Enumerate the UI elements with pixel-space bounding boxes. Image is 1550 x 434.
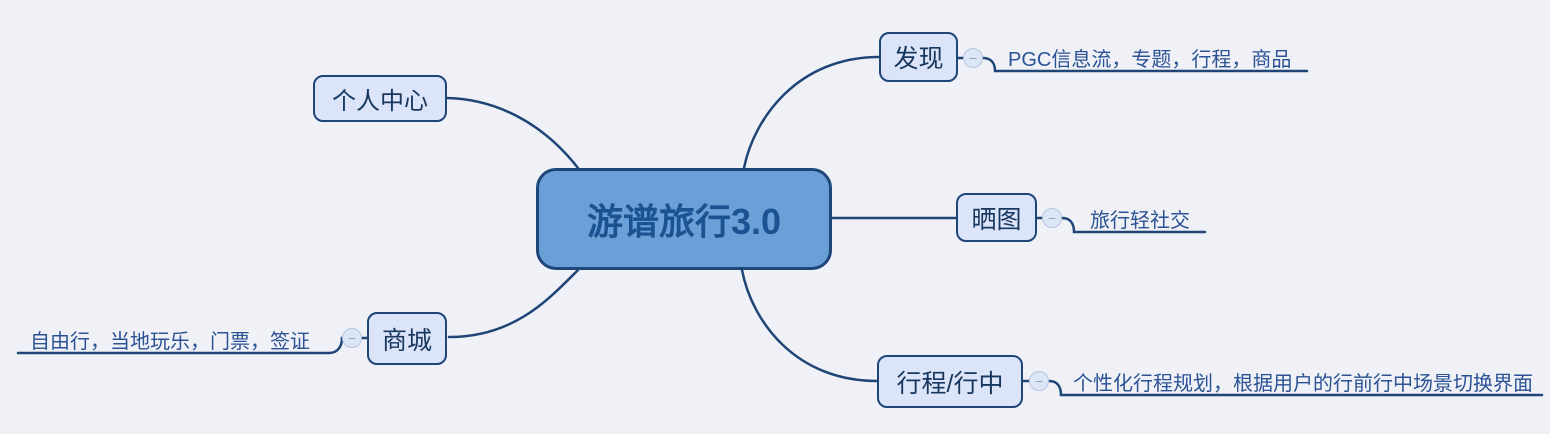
edge-root-personal-center — [445, 96, 580, 170]
topic-photos[interactable]: 晒图 — [956, 193, 1037, 242]
subtopic-itinerary-detail[interactable]: 个性化行程规划，根据用户的行前行中场景切换界面 — [1073, 373, 1533, 395]
collapse-minus-icon[interactable]: − — [1029, 371, 1049, 391]
subtopic-photos-detail[interactable]: 旅行轻社交 — [1090, 210, 1190, 232]
topic-personal-center[interactable]: 个人中心 — [313, 75, 447, 122]
edge-photos-child — [1033, 216, 1207, 234]
subtopic-mall-detail[interactable]: 自由行，当地玩乐，门票，签证 — [30, 331, 310, 353]
edge-root-itinerary — [740, 268, 879, 383]
edge-root-mall — [447, 268, 580, 339]
collapse-minus-icon[interactable]: − — [1042, 208, 1062, 228]
root-topic[interactable]: 游谱旅行3.0 — [536, 168, 832, 270]
edge-root-discover — [742, 55, 881, 170]
edge-mall-child — [16, 336, 371, 355]
collapse-minus-icon[interactable]: − — [342, 328, 362, 348]
subtopic-discover-detail[interactable]: PGC信息流，专题，行程，商品 — [1008, 49, 1292, 71]
topic-itinerary[interactable]: 行程/行中 — [877, 355, 1023, 408]
edge-itinerary-child — [1019, 379, 1544, 397]
topic-discover[interactable]: 发现 — [879, 32, 958, 82]
collapse-minus-icon[interactable]: − — [963, 48, 983, 68]
edge-discover-child — [954, 56, 1309, 73]
topic-mall[interactable]: 商城 — [367, 312, 447, 365]
